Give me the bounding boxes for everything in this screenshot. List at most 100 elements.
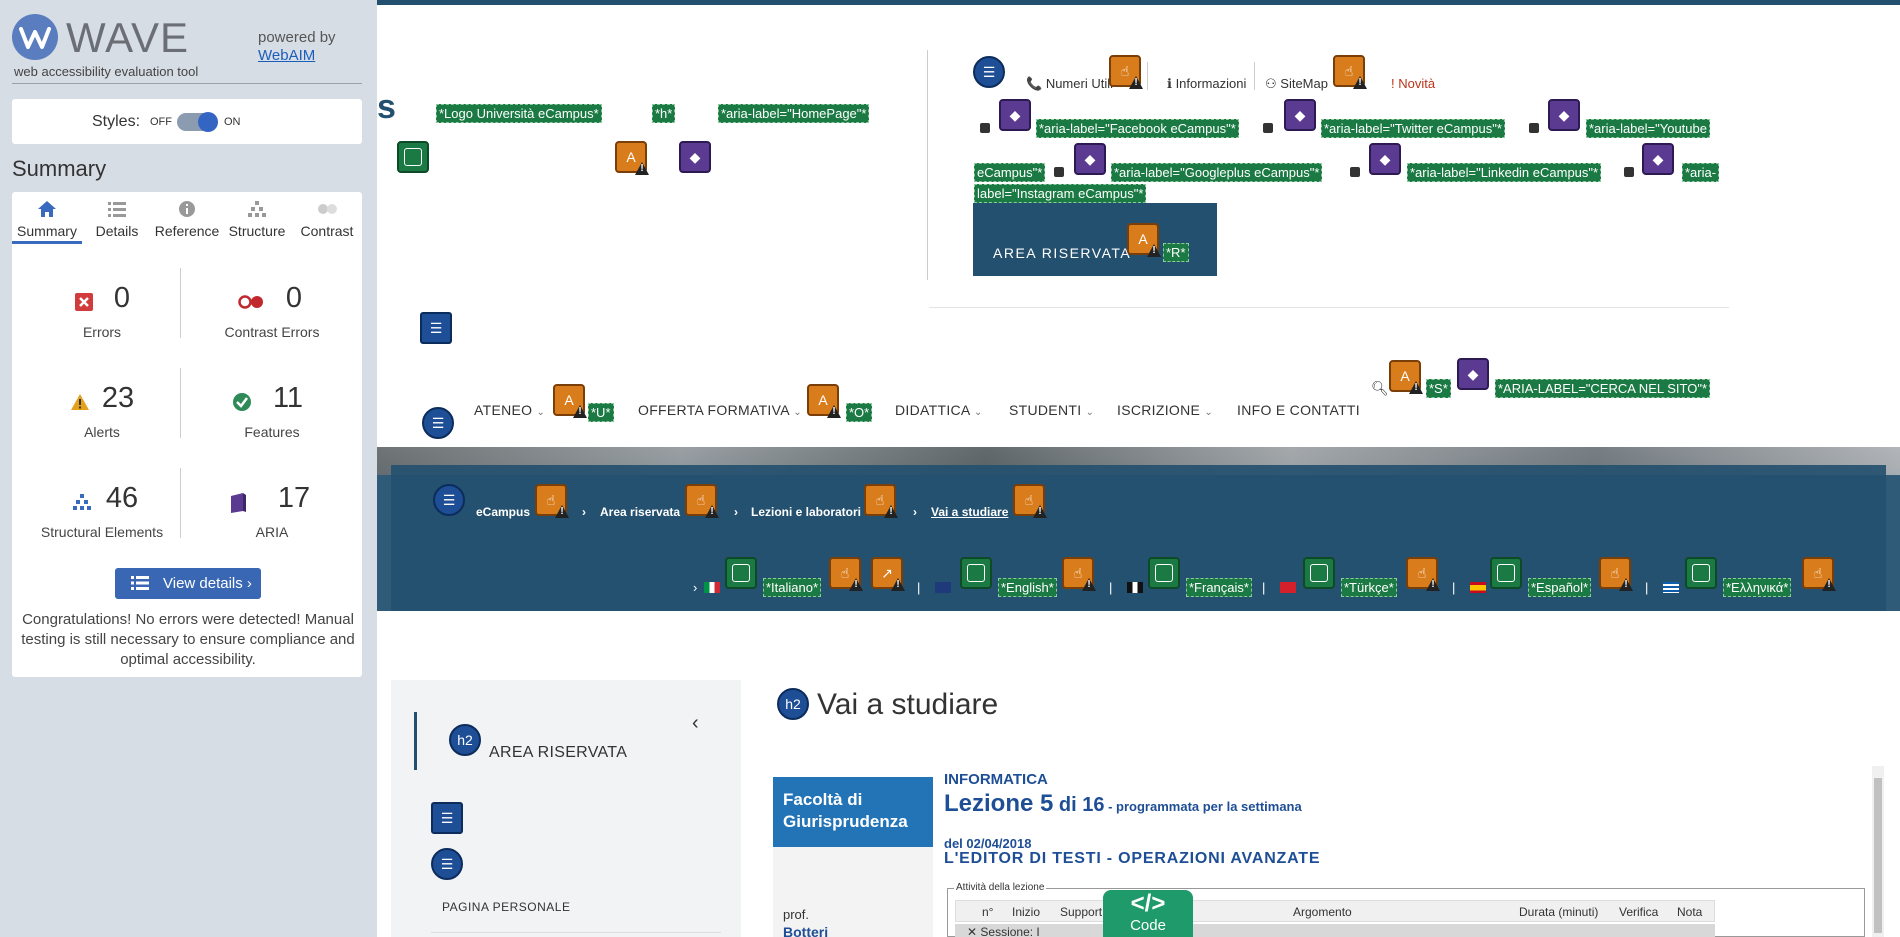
html5-icon[interactable]: ☰ — [431, 802, 463, 834]
errors-count: 0 — [113, 282, 131, 314]
alert-icon[interactable]: A — [615, 141, 647, 173]
linked-image-icon[interactable] — [397, 141, 429, 173]
breadcrumb-area-riservata[interactable]: Area riservata — [600, 505, 681, 519]
language-espanol[interactable]: *Español* — [1528, 578, 1592, 597]
tab-summary[interactable]: Summary — [12, 192, 82, 244]
features-label: Features — [244, 424, 300, 440]
aria-tag-icon[interactable]: ◆ — [999, 99, 1031, 131]
linked-image-icon[interactable] — [960, 557, 992, 589]
code-toggle-button[interactable]: </> Code — [1103, 890, 1193, 937]
tab-structure[interactable]: Structure — [222, 192, 292, 244]
linked-image-icon[interactable] — [1303, 557, 1335, 589]
wave-tagline: web accessibility evaluation tool — [14, 64, 199, 79]
alert-icon[interactable]: ☝ — [1109, 55, 1141, 87]
aria-stat: 17 ARIA — [192, 472, 352, 552]
structure-icon — [248, 201, 266, 217]
code-label: Code — [1130, 917, 1166, 934]
alert-icon[interactable]: ☝ — [685, 484, 717, 516]
lezione-date: del 02/04/2018 — [944, 836, 1032, 851]
language-ellinika[interactable]: *Ελληνικά* — [1723, 578, 1792, 597]
nav-info-contatti[interactable]: INFO E CONTATTI — [1237, 402, 1360, 418]
alert-icon[interactable]: ☝ — [1406, 557, 1438, 589]
nav-offerta-formativa[interactable]: OFFERTA FORMATIVA ⌄ — [638, 402, 802, 418]
structural-stat: 46 Structural Elements — [22, 472, 182, 552]
logo-fragment[interactable]: s — [377, 88, 396, 126]
topnav-novita[interactable]: ! Novità — [1391, 76, 1436, 91]
googleplus-icon[interactable] — [1054, 167, 1064, 177]
nav-ateneo[interactable]: ATENEO ⌄ — [474, 402, 545, 418]
instagram-icon[interactable] — [1624, 167, 1634, 177]
aria-tag-icon[interactable]: ◆ — [1457, 358, 1489, 390]
alert-icon[interactable]: ☝ — [1802, 557, 1834, 589]
aria-tag-icon[interactable]: ◆ — [679, 141, 711, 173]
language-francais[interactable]: *Français* — [1186, 578, 1252, 597]
breadcrumb-lezioni[interactable]: Lezioni e laboratori — [751, 505, 862, 519]
linked-image-icon[interactable] — [1685, 557, 1717, 589]
search-icon[interactable]: 🔍︎ — [1371, 380, 1389, 396]
novita-label: Novità — [1398, 76, 1436, 91]
language-turkce[interactable]: *Türkçe* — [1341, 578, 1397, 597]
aria-tag-icon[interactable]: ◆ — [1548, 99, 1580, 131]
linked-image-icon[interactable] — [725, 557, 757, 589]
youtube-icon[interactable] — [1529, 123, 1539, 133]
nav-studenti[interactable]: STUDENTI ⌄ — [1009, 402, 1094, 418]
breadcrumb-separator: › — [734, 505, 738, 519]
summary-heading: Summary — [12, 156, 107, 181]
twitter-icon[interactable] — [1263, 123, 1273, 133]
tab-label: Reference — [154, 223, 220, 239]
alert-icon[interactable]: A — [1389, 360, 1421, 392]
nav-iscrizione[interactable]: ISCRIZIONE ⌄ — [1117, 402, 1213, 418]
sidebar-pagina-personale[interactable]: PAGINA PERSONALE — [442, 900, 571, 914]
aria-tag-icon[interactable]: ◆ — [1369, 143, 1401, 175]
alert-icon[interactable]: ☝ — [1013, 484, 1045, 516]
breadcrumb-current[interactable]: Vai a studiare — [931, 505, 1009, 519]
topnav-numeri-utili[interactable]: 📞 Numeri Utili — [1026, 76, 1113, 91]
alert-icon[interactable]: A — [553, 384, 585, 416]
list-structure-icon[interactable]: ☰ — [431, 848, 463, 880]
breadcrumb-ecampus[interactable]: eCampus — [476, 505, 531, 519]
alert-icon[interactable]: A — [1127, 223, 1159, 255]
styles-on-label: ON — [224, 116, 241, 128]
language-italiano[interactable]: *Italiano* — [763, 578, 822, 597]
aria-tag-icon[interactable]: ◆ — [1284, 99, 1316, 131]
aria-tag-icon[interactable]: ◆ — [1074, 143, 1106, 175]
youtube-aria-tag: *aria-label="Youtube — [1586, 119, 1710, 138]
list-structure-icon[interactable]: ☰ — [433, 484, 465, 516]
collapse-chevron-icon[interactable]: ‹ — [692, 712, 699, 734]
nav-didattica[interactable]: DIDATTICA ⌄ — [895, 402, 983, 418]
facebook-icon[interactable] — [980, 123, 990, 133]
column-header: Argomento — [1293, 905, 1352, 919]
alert-icon[interactable]: ☝ — [1062, 557, 1094, 589]
language-separator: | — [1262, 580, 1266, 595]
linked-image-icon[interactable] — [1490, 557, 1522, 589]
scrollbar-thumb[interactable] — [1874, 778, 1882, 933]
styles-toggle[interactable] — [177, 112, 218, 132]
alert-icon[interactable]: ☝ — [829, 557, 861, 589]
webaim-link[interactable]: WebAIM — [258, 47, 316, 64]
redirect-alert-icon[interactable]: ↗ — [871, 557, 903, 589]
list-structure-icon[interactable]: ☰ — [422, 407, 454, 439]
area-riservata-button[interactable]: AREA RISERVATA A *R* — [973, 203, 1217, 276]
view-details-button[interactable]: View details › — [115, 568, 261, 599]
alert-icon[interactable]: A — [807, 384, 839, 416]
topnav-informazioni[interactable]: ℹ Informazioni — [1167, 76, 1247, 91]
alert-icon[interactable]: ☝ — [1333, 55, 1365, 87]
tab-contrast[interactable]: Contrast — [292, 192, 362, 244]
contrast-icon — [318, 204, 337, 214]
list-structure-icon[interactable]: ☰ — [973, 56, 1005, 88]
toggle-knob[interactable] — [198, 112, 218, 132]
tab-details[interactable]: Details — [82, 192, 152, 244]
scrollbar[interactable] — [1872, 766, 1884, 937]
alert-icon[interactable]: ☝ — [864, 484, 896, 516]
html5-icon[interactable]: ☰ — [420, 312, 452, 344]
aria-tag-icon[interactable]: ◆ — [1642, 143, 1674, 175]
alert-icon[interactable]: ☝ — [535, 484, 567, 516]
alert-icon[interactable]: ☝ — [1599, 557, 1631, 589]
image-icon[interactable] — [1148, 557, 1180, 589]
contrast-errors-label: Contrast Errors — [224, 324, 320, 340]
topnav-sitemap[interactable]: ⚇ SiteMap — [1265, 76, 1328, 91]
language-english[interactable]: *English* — [998, 578, 1057, 597]
linkedin-icon[interactable] — [1350, 167, 1360, 177]
tab-reference[interactable]: Reference — [152, 192, 222, 244]
wave-sidebar: WAVE web accessibility evaluation tool p… — [0, 0, 377, 937]
